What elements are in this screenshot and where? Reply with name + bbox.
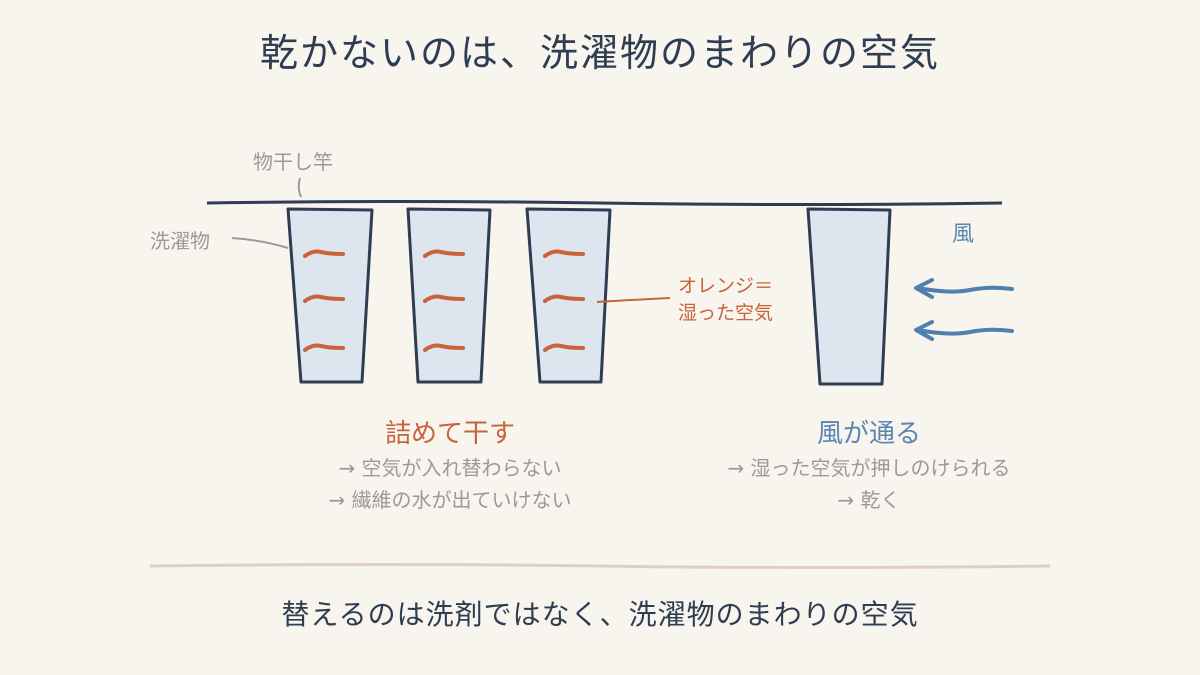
airflow-heading: 風が通る — [816, 419, 921, 449]
wind-label: 風 — [952, 222, 975, 247]
pole-leader-line — [297, 177, 302, 198]
humid-mark — [303, 343, 345, 352]
divider — [149, 563, 1051, 569]
humid-mark — [543, 249, 585, 258]
airflow-bullets: → 湿った空気が押しのけられる → 乾く — [664, 452, 1074, 516]
page-title: 乾かないのは、洗濯物のまわりの空気 — [259, 31, 940, 75]
humid-mark — [543, 343, 585, 352]
airflow-bullet-1: → 湿った空気が押しのけられる — [727, 456, 1011, 480]
packed-bullet-2: → 繊維の水が出ていけない — [328, 488, 572, 512]
clothes-pole — [206, 200, 1003, 206]
packed-bullet-1: → 空気が入れ替わらない — [338, 456, 562, 480]
humid-mark — [423, 294, 465, 303]
wind-arrowhead — [914, 320, 934, 341]
humid-air-label-line1: オレンジ＝ — [678, 275, 774, 297]
humid-leader-line — [596, 297, 671, 303]
footer-message: 替えるのは洗剤ではなく、洗濯物のまわりの空気 — [281, 598, 919, 631]
pole-label: 物干し竿 — [253, 150, 333, 174]
humid-mark — [423, 343, 465, 352]
humid-mark — [543, 294, 585, 303]
packed-bullets: → 空気が入れ替わらない → 繊維の水が出ていけない — [270, 452, 630, 516]
garment-2 — [406, 207, 492, 384]
wind-arrowhead — [914, 278, 934, 299]
garment-3 — [525, 207, 612, 384]
airflow-bullet-2: → 乾く — [837, 488, 901, 512]
humid-air-label: オレンジ＝ 湿った空気 — [678, 273, 773, 327]
garment-4 — [806, 207, 892, 386]
humid-mark — [303, 294, 345, 303]
humid-mark — [423, 249, 465, 258]
wind-arrow — [916, 327, 1014, 336]
laundry-leader-line — [231, 237, 289, 249]
packed-heading: 詰めて干す — [384, 419, 515, 449]
garment-1 — [286, 207, 374, 384]
humid-mark — [303, 249, 345, 258]
laundry-label: 洗濯物 — [150, 229, 210, 253]
wind-arrow — [916, 285, 1014, 294]
humid-air-label-line2: 湿った空気 — [678, 302, 774, 324]
